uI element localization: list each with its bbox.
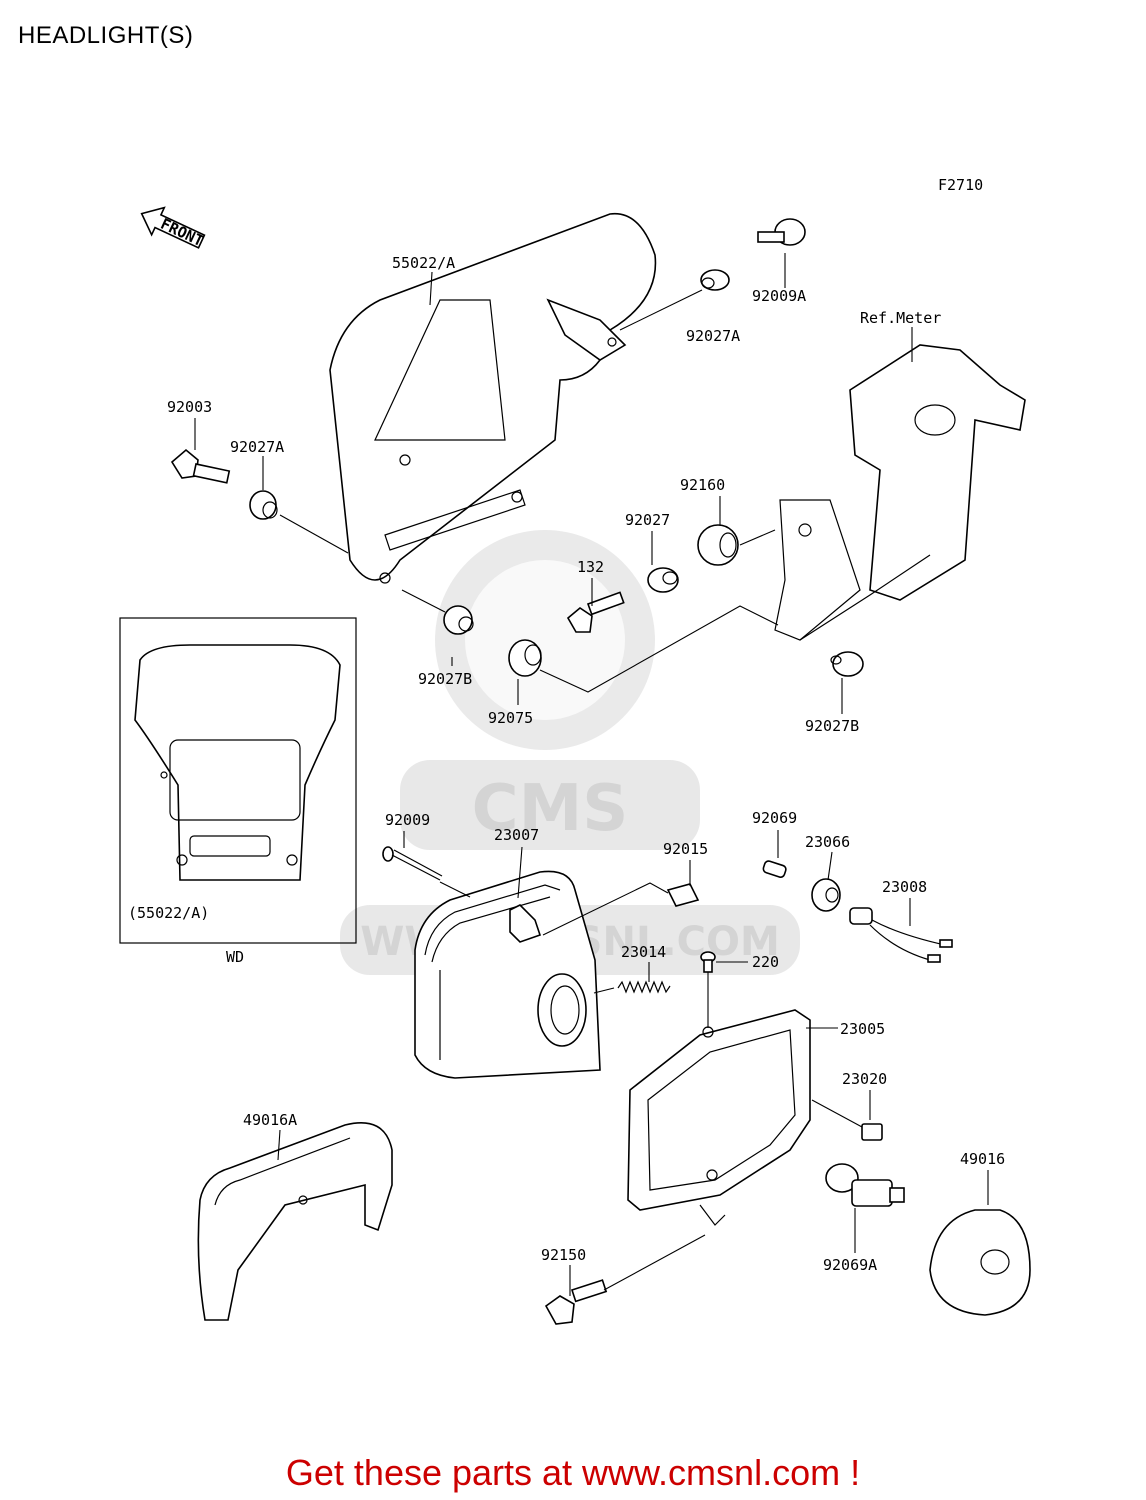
label-49016: 49016	[960, 1150, 1005, 1168]
label-49016a: 49016A	[243, 1111, 297, 1129]
label-55022a: 55022/A	[392, 254, 455, 272]
label-92069: 92069	[752, 809, 797, 827]
clip-92015	[666, 883, 700, 907]
label-92160: 92160	[680, 476, 725, 494]
bolt-92150	[544, 1279, 608, 1325]
label-92027a-top: 92027A	[686, 327, 740, 345]
label-23005: 23005	[840, 1020, 885, 1038]
label-92075: 92075	[488, 709, 533, 727]
cmsnl-footer-link[interactable]: Get these parts at www.cmsnl.com !	[285, 1452, 861, 1493]
label-92015: 92015	[663, 840, 708, 858]
watermark-brand: CMS	[472, 772, 629, 846]
front-marker-label: FRONT	[158, 215, 207, 250]
label-23008: 23008	[882, 878, 927, 896]
grommet-92027a-left	[249, 490, 278, 520]
screw-92009	[382, 846, 443, 881]
headlight-unit-23007	[414, 870, 601, 1079]
label-23020: 23020	[842, 1070, 887, 1088]
bolt-132	[566, 591, 625, 633]
bolt-92009a	[757, 218, 806, 246]
label-92027b-right: 92027B	[805, 717, 859, 735]
dust-cover-49016a	[197, 1121, 393, 1321]
grommet-92027a-top	[700, 269, 730, 291]
front-arrow-icon: FRONT	[140, 206, 207, 250]
collar-92027b-left	[443, 605, 474, 635]
label-ref-meter: Ref.Meter	[860, 309, 941, 327]
label-92009a: 92009A	[752, 287, 806, 305]
meter-bracket	[774, 344, 1026, 641]
label-92027a-left: 92027A	[230, 438, 284, 456]
label-92069a: 92069A	[823, 1256, 877, 1274]
label-92009: 92009	[385, 811, 430, 829]
label-23007: 23007	[494, 826, 539, 844]
bulb-92069a	[825, 1163, 905, 1207]
socket-23008	[849, 907, 953, 963]
headlight-cowl-55022a	[329, 212, 657, 584]
bolt-92003	[170, 448, 231, 484]
cap-49016	[929, 1209, 1031, 1316]
label-23066: 23066	[805, 833, 850, 851]
label-92027: 92027	[625, 511, 670, 529]
label-132: 132	[577, 558, 604, 576]
leader-lines	[194, 253, 989, 1296]
collar-92027b-right	[830, 651, 864, 677]
label-92027b-left: 92027B	[418, 670, 472, 688]
inset-caption: WD	[226, 948, 244, 966]
grommet-23066	[811, 878, 841, 912]
page-title: HEADLIGHT(S)	[18, 22, 194, 49]
headlight-parts-diagram: CMS WWW.CMSNL.COM F2710 FRONT	[119, 176, 1031, 1325]
headlight-housing-23005	[627, 1009, 811, 1226]
damper-92075	[508, 639, 542, 677]
label-92150: 92150	[541, 1246, 586, 1264]
nut-23020	[861, 1123, 883, 1141]
spring-23014	[617, 980, 671, 994]
collar-92027	[647, 567, 679, 593]
label-220: 220	[752, 953, 779, 971]
inset-part-label: (55022/A)	[128, 904, 209, 922]
inset-panel: (55022/A)	[119, 617, 357, 944]
grommet-92160	[697, 524, 739, 566]
label-23014: 23014	[621, 943, 666, 961]
bulb-92069	[762, 860, 787, 878]
label-92003: 92003	[167, 398, 212, 416]
part-labels: 55022/A 92009A 92027A Ref.Meter 92003 92…	[167, 254, 1005, 1274]
figure-code: F2710	[938, 176, 983, 194]
